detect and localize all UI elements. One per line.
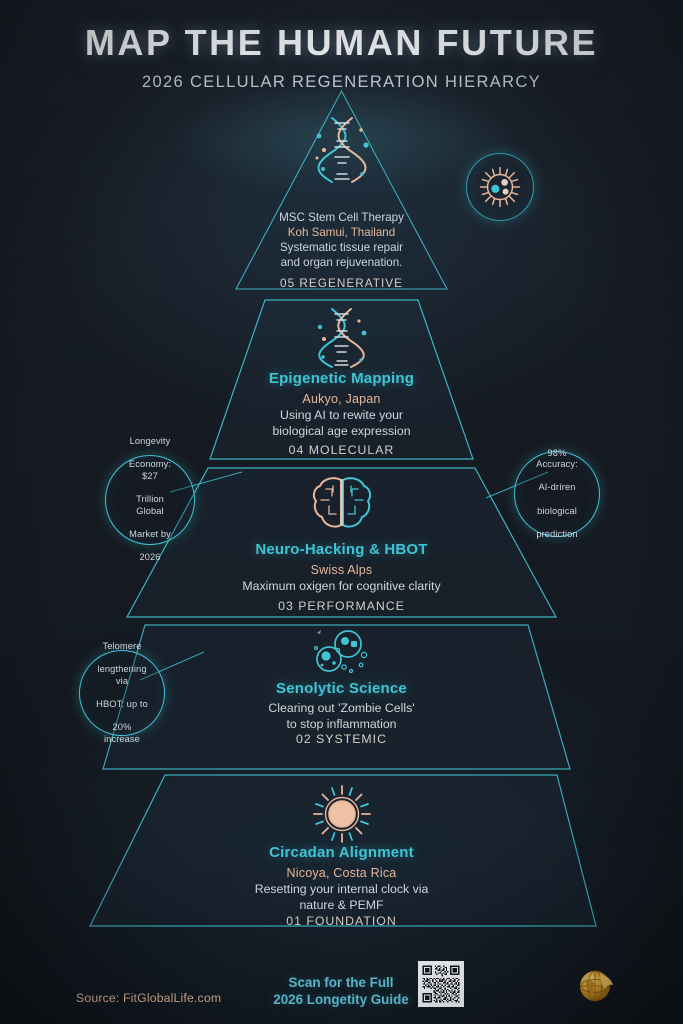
vignette-overlay: [0, 0, 683, 1024]
infographic-canvas: MAP THE HUMAN FUTURE 2026 CELLULAR REGEN…: [0, 0, 683, 1024]
